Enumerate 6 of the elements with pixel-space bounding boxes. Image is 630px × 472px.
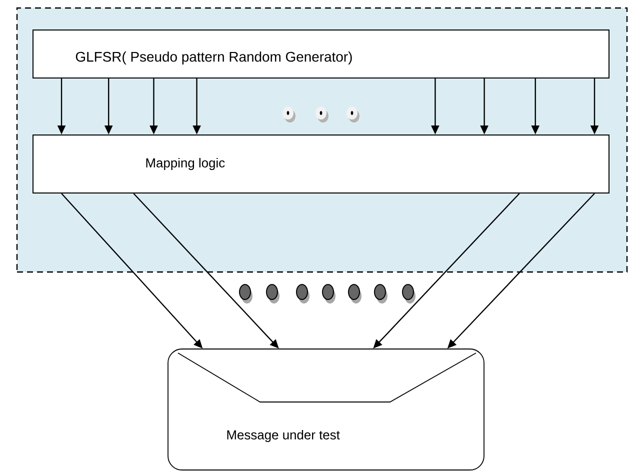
generator-box — [32, 30, 610, 78]
logic-box — [32, 134, 610, 194]
message-box — [168, 348, 484, 470]
box-label: GLFSR( Pseudo pattern Random Generator) — [76, 52, 352, 64]
box-label: Message under test — [227, 430, 340, 442]
box-label: Mapping logic — [146, 158, 225, 170]
